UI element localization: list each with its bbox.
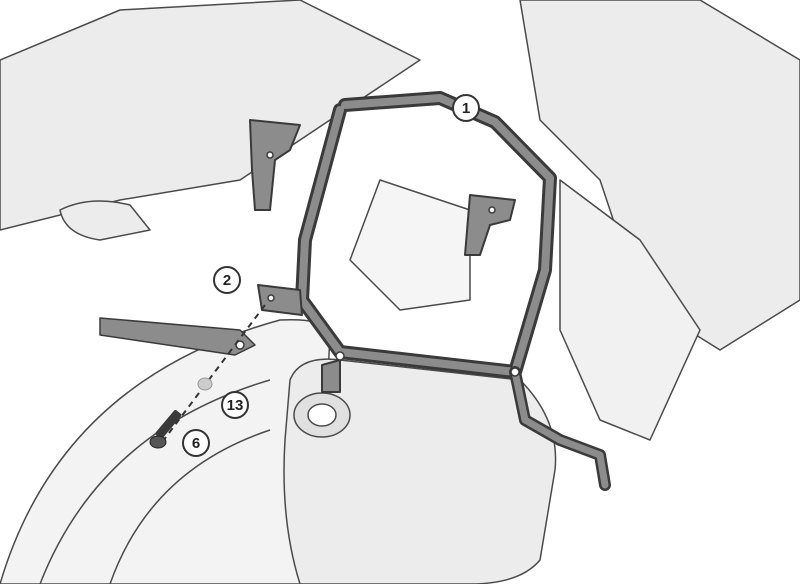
rack-tab-1 <box>321 359 341 393</box>
turn-signal <box>59 200 151 241</box>
rear-wheel <box>0 318 331 584</box>
bolt <box>149 409 182 449</box>
assembly-line <box>159 304 266 446</box>
frame-member <box>559 179 701 441</box>
rear-fender <box>0 0 421 231</box>
callout-part-1: 1 <box>452 94 480 122</box>
callout-part-13: 13 <box>221 391 249 419</box>
callout-part-6: 6 <box>182 429 210 457</box>
seat-tail <box>519 0 800 351</box>
callout-part-2: 2 <box>213 266 241 294</box>
washer <box>197 377 213 391</box>
footrest-bar <box>99 317 256 356</box>
side-bracket <box>464 194 516 256</box>
bolt-holes <box>235 151 520 377</box>
lower-tab <box>257 284 303 316</box>
upper-bracket <box>249 119 301 211</box>
